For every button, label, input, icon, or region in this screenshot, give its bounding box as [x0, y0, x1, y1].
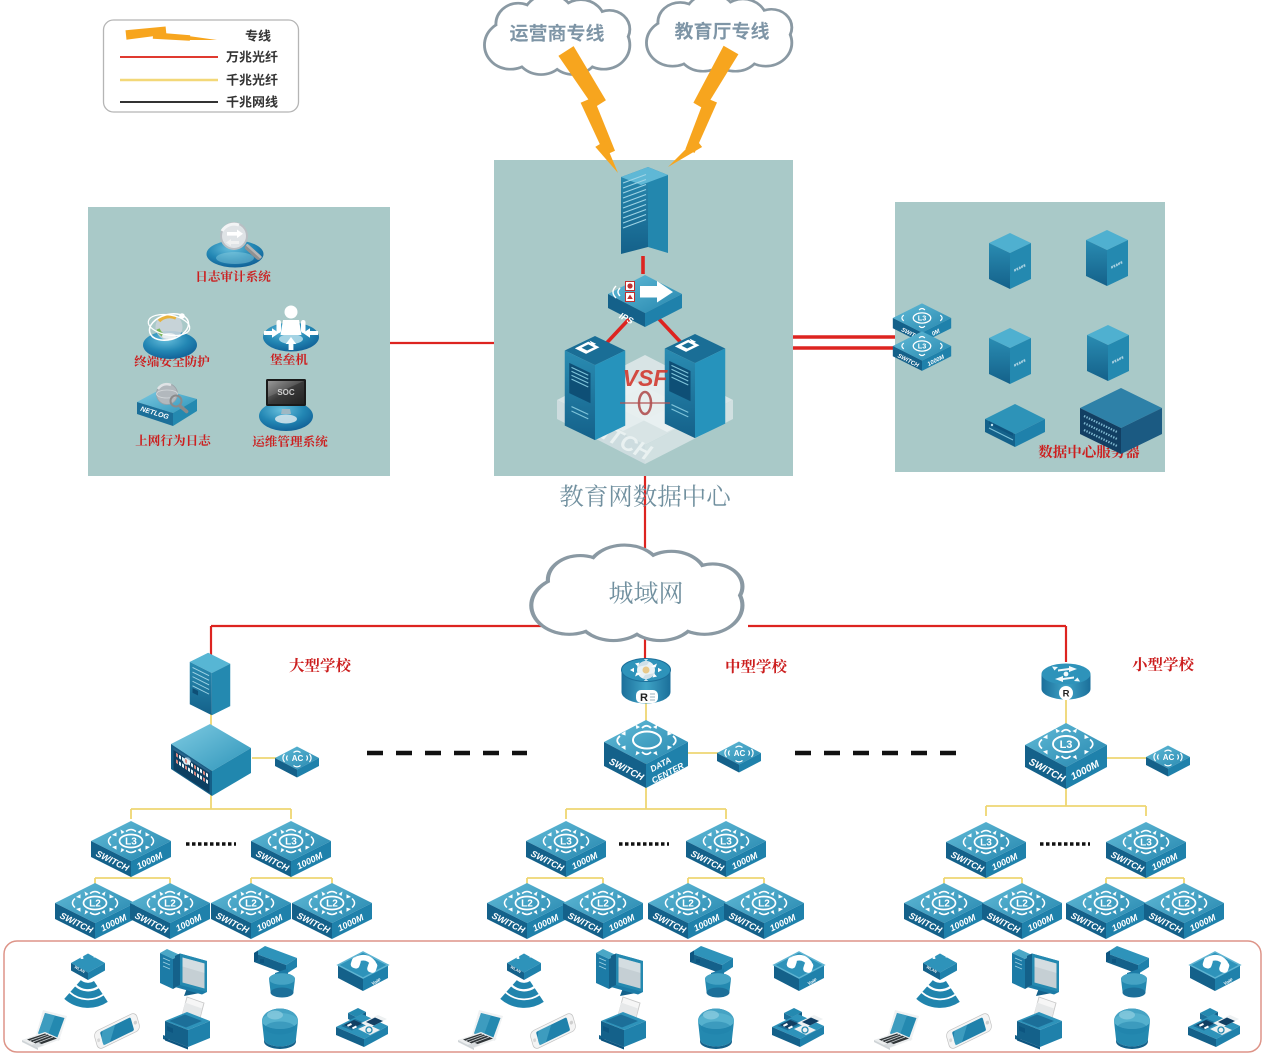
svg-text:VSF: VSF	[623, 365, 669, 391]
